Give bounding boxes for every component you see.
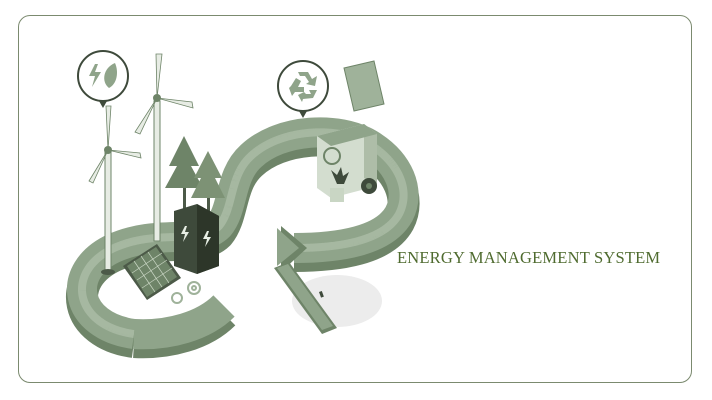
recycle-pin — [277, 60, 329, 118]
lightning-icon — [181, 226, 189, 242]
energy-illustration — [66, 50, 420, 359]
eco-energy-icon — [89, 63, 117, 88]
trees — [165, 136, 225, 221]
solar-panel — [123, 244, 181, 300]
gear-icons — [171, 281, 201, 304]
battery-storage — [174, 204, 219, 274]
banner-card: ENERGY MANAGEMENT SYSTEM — [18, 15, 692, 383]
recycle-icon — [289, 72, 317, 102]
eco-energy-pin — [77, 50, 129, 108]
tablet-device — [274, 262, 337, 334]
recycle-bin — [317, 60, 385, 202]
wind-turbine-right — [134, 53, 194, 242]
wind-turbine-left — [88, 105, 142, 275]
banner-title: ENERGY MANAGEMENT SYSTEM — [397, 248, 661, 267]
infinity-road — [66, 117, 420, 359]
